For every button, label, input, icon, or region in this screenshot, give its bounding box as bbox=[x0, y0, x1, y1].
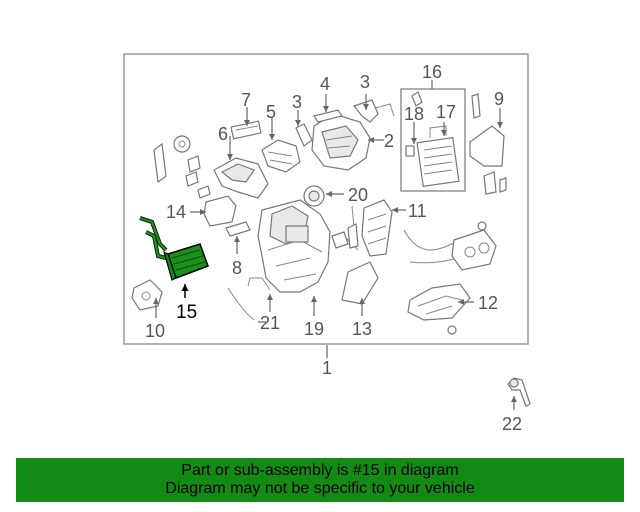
part-15-heater-core[interactable] bbox=[139, 216, 209, 281]
callout-3-left: 3 bbox=[292, 92, 302, 112]
part-3-seal-left[interactable] bbox=[295, 123, 313, 147]
part-4-gasket[interactable] bbox=[313, 109, 343, 123]
subassembly-16-box bbox=[400, 88, 466, 192]
part-19-hvac-housing[interactable] bbox=[257, 199, 331, 293]
callout-18: 18 bbox=[404, 104, 424, 124]
callout-22: 22 bbox=[502, 414, 522, 434]
part-7-filter[interactable] bbox=[230, 120, 262, 140]
part-17-evaporator[interactable] bbox=[416, 125, 460, 187]
callout-6: 6 bbox=[218, 124, 228, 144]
banner-line-1: Part or sub-assembly is #15 in diagram bbox=[181, 462, 459, 479]
part-20-actuator[interactable] bbox=[303, 185, 325, 207]
part-5-bracket[interactable] bbox=[261, 139, 301, 173]
part-3-seal-right[interactable] bbox=[352, 99, 395, 123]
callout-20: 20 bbox=[348, 185, 368, 205]
callout-8: 8 bbox=[232, 258, 242, 278]
callout-9: 9 bbox=[494, 89, 504, 109]
callout-7: 7 bbox=[241, 90, 251, 110]
clip-parts-center bbox=[331, 223, 359, 249]
part-9-bracket[interactable] bbox=[469, 93, 507, 195]
part-heater-pipes-right bbox=[403, 221, 497, 271]
callout-14: 14 bbox=[166, 202, 186, 222]
callout-4: 4 bbox=[320, 74, 330, 94]
part-16-extra bbox=[411, 91, 423, 107]
callout-10: 10 bbox=[145, 321, 165, 341]
banner-line-2: Diagram may not be specific to your vehi… bbox=[165, 480, 475, 497]
callout-15: 15 bbox=[176, 302, 197, 323]
callout-labels: 1 2 3 3 4 5 6 7 8 9 10 11 12 13 14 15 16… bbox=[145, 62, 522, 434]
part-22-fitting[interactable] bbox=[507, 377, 531, 407]
callout-1: 1 bbox=[322, 358, 332, 378]
callout-12: 12 bbox=[478, 293, 498, 313]
part-12-cover[interactable] bbox=[407, 283, 471, 335]
part-13-panel[interactable] bbox=[341, 261, 379, 305]
part-6-duct[interactable] bbox=[213, 157, 269, 199]
callout-21: 21 bbox=[260, 313, 280, 333]
part-14-duct[interactable] bbox=[203, 195, 237, 227]
callout-5: 5 bbox=[266, 102, 276, 122]
part-18-sensor[interactable] bbox=[405, 145, 415, 157]
callout-3-right: 3 bbox=[360, 72, 370, 92]
callout-11: 11 bbox=[408, 201, 427, 221]
part-2-blower-case[interactable] bbox=[311, 113, 371, 171]
callout-leaders bbox=[153, 80, 517, 410]
part-8-bracket[interactable] bbox=[225, 221, 251, 237]
callout-2: 2 bbox=[384, 131, 394, 151]
callout-19: 19 bbox=[304, 319, 324, 339]
callout-13: 13 bbox=[352, 319, 372, 339]
clip-parts-left bbox=[153, 135, 211, 199]
part-21-hose[interactable] bbox=[227, 277, 271, 321]
callout-17: 17 bbox=[436, 102, 456, 122]
info-banner: Part or sub-assembly is #15 in diagram D… bbox=[16, 458, 624, 502]
callout-16: 16 bbox=[422, 62, 442, 82]
